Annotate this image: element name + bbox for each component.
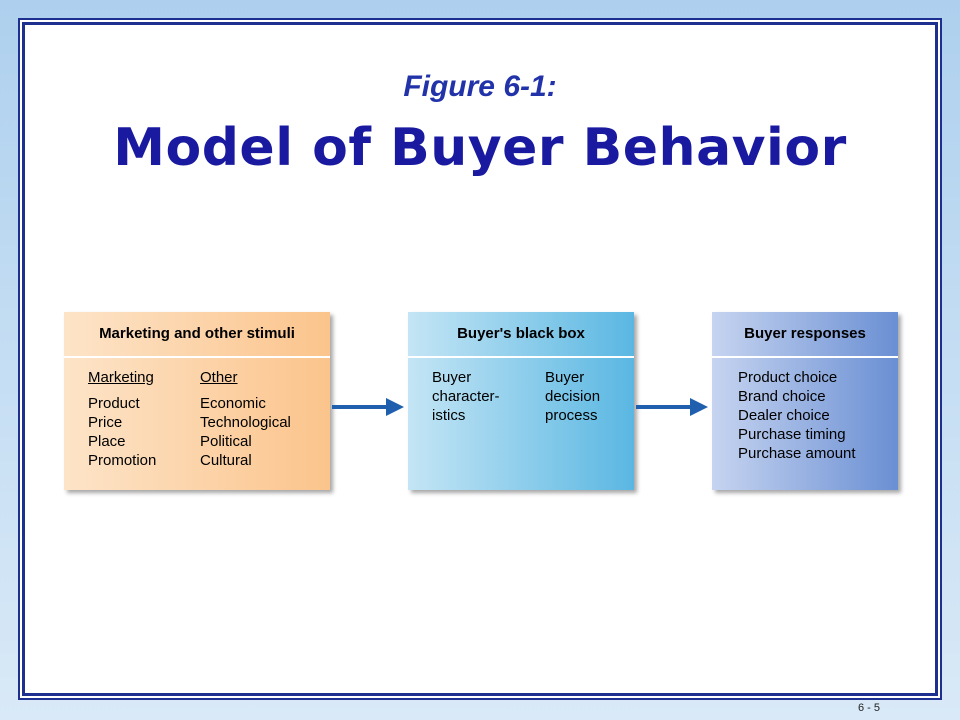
decision-line: process [545,407,598,424]
stimuli-header: Marketing and other stimuli [64,312,330,358]
marketing-item: Product [88,395,140,412]
response-item: Purchase amount [738,445,856,462]
figure-label: Figure 6-1: [403,70,557,103]
black-box-header: Buyer's black box [408,312,634,358]
decision-line: decision [545,388,601,405]
characteristics-line: Buyer [432,369,472,386]
marketing-column: Marketing Product Price Place Promotion [88,368,156,470]
marketing-item: Place [88,433,126,450]
other-heading: Other [200,369,238,386]
arrow-right-icon [636,398,708,416]
responses-list: Product choice Brand choice Dealer choic… [738,368,856,463]
stimuli-box: Marketing and other stimuli Marketing Pr… [64,312,330,490]
black-box: Buyer's black box Buyer character- istic… [408,312,634,490]
decision-column: Buyer decision process [545,368,600,425]
other-item: Technological [200,414,291,431]
marketing-heading: Marketing [88,369,154,386]
characteristics-line: character- [432,388,500,405]
response-item: Dealer choice [738,407,830,424]
characteristics-column: Buyer character- istics [432,368,500,425]
responses-box: Buyer responses Product choice Brand cho… [712,312,898,490]
response-item: Product choice [738,369,838,386]
arrow-right-icon [332,398,404,416]
page-number: 6 - 5 [857,702,880,714]
other-column: Other Economic Technological Political C… [200,368,291,470]
marketing-item: Promotion [88,452,157,469]
slide-title: Model of Buyer Behavior [113,118,847,178]
other-item: Political [200,433,252,450]
marketing-item: Price [88,414,123,431]
decision-line: Buyer [545,369,585,386]
response-item: Brand choice [738,388,826,405]
other-item: Cultural [200,452,252,469]
responses-header: Buyer responses [712,312,898,358]
other-item: Economic [200,395,266,412]
response-item: Purchase timing [738,426,846,443]
characteristics-line: istics [432,407,466,424]
